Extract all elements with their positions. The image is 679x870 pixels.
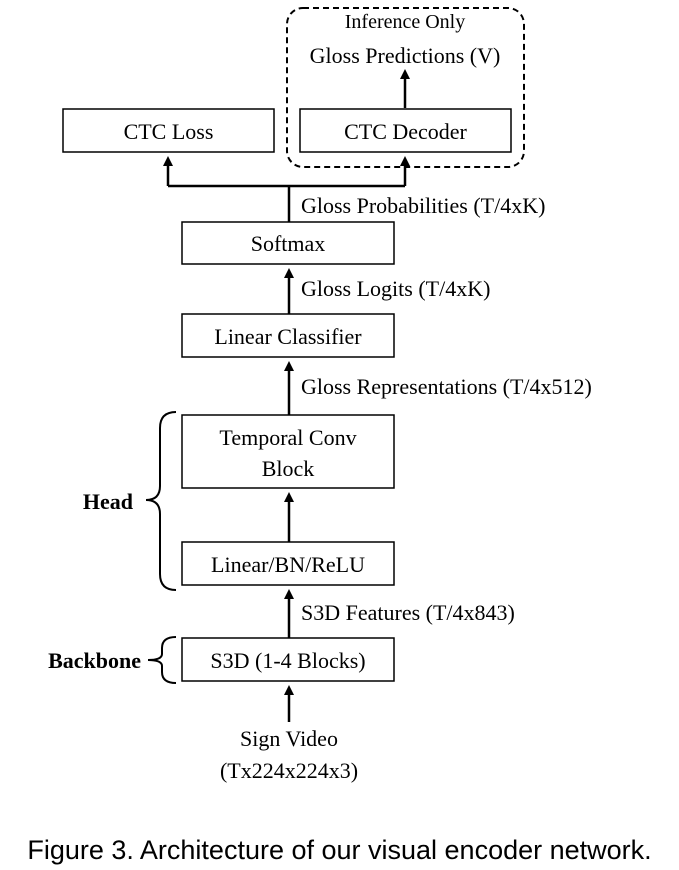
head-label: Head	[83, 489, 133, 514]
backbone-label: Backbone	[48, 648, 141, 673]
linear-classifier-box	[181, 313, 395, 358]
gloss-representations-label: Gloss Representations (T/4x512)	[301, 374, 592, 399]
head-brace	[145, 411, 177, 591]
temporal-conv-label-line2: Block	[262, 456, 315, 481]
figure-caption: Figure 3. Architecture of our visual enc…	[27, 835, 652, 865]
ctc-loss-label: CTC Loss	[124, 119, 214, 144]
sign-video-label: Sign Video	[240, 726, 338, 751]
s3d-label: S3D (1-4 Blocks)	[210, 648, 365, 673]
s3d-features-label: S3D Features (T/4x843)	[301, 600, 515, 625]
softmax-box	[181, 221, 395, 265]
ctc-loss-box	[62, 108, 275, 153]
sign-video-shape-label: (Tx224x224x3)	[220, 758, 358, 783]
temporal-conv-block-box	[181, 414, 395, 489]
inference-only-label: Inference Only	[345, 11, 466, 33]
backbone-brace	[147, 636, 177, 684]
softmax-label: Softmax	[251, 231, 326, 256]
gloss-logits-label: Gloss Logits (T/4xK)	[301, 276, 490, 301]
linear-bn-relu-label: Linear/BN/ReLU	[211, 552, 365, 577]
temporal-conv-label-line1: Temporal Conv	[219, 425, 356, 450]
gloss-probabilities-label: Gloss Probabilities (T/4xK)	[301, 193, 545, 218]
linear-bn-relu-box	[181, 541, 395, 586]
architecture-diagram: Inference Only Gloss Predictions (V) CTC…	[48, 7, 592, 783]
gloss-predictions-label: Gloss Predictions (V)	[310, 43, 501, 68]
linear-classifier-label: Linear Classifier	[214, 324, 362, 349]
ctc-decoder-box	[299, 108, 512, 153]
ctc-decoder-label: CTC Decoder	[344, 119, 467, 144]
s3d-box	[181, 637, 395, 682]
